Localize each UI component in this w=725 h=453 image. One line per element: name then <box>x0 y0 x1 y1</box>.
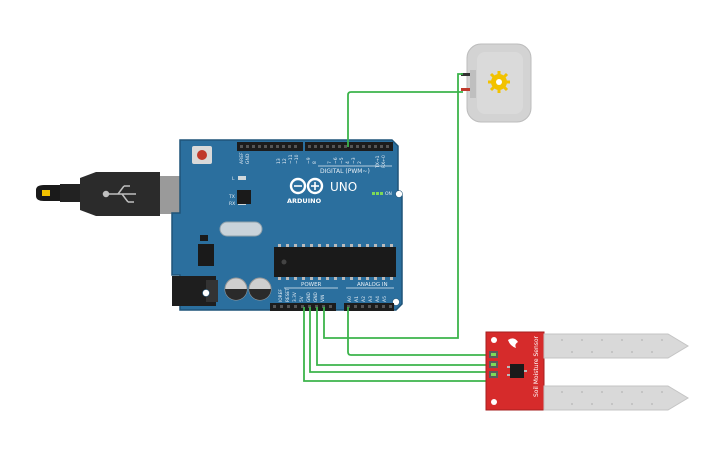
sensor-transistor <box>510 364 524 378</box>
pin-label: VIN <box>320 295 326 302</box>
wire-sensor-extra <box>303 307 492 382</box>
wire-sensor-5v <box>309 307 492 373</box>
pin-label: GND <box>245 153 251 164</box>
atmega-chip <box>274 247 396 277</box>
reset-button-cap[interactable] <box>197 150 207 160</box>
pin-label: GND <box>306 291 312 302</box>
pin-label: 12 <box>282 158 288 164</box>
motor-terminal-red <box>461 88 470 91</box>
pin-label: 5V <box>299 296 305 302</box>
sensor-pins <box>489 351 498 378</box>
mounting-hole <box>202 289 210 297</box>
pin-label: RX←0 <box>381 155 387 168</box>
pin-label: GND <box>313 291 319 302</box>
rx-led-label: RX <box>229 201 235 207</box>
pin-label: ~6 <box>333 157 339 164</box>
usb-cable <box>36 172 196 216</box>
pin-label: A1 <box>354 296 360 302</box>
mounting-hole <box>395 190 403 198</box>
power-label: POWER <box>301 282 322 288</box>
top-header-right <box>305 142 393 151</box>
pin-label: A5 <box>382 296 388 302</box>
usb-icon <box>102 185 136 203</box>
sparkfun-logo-icon <box>508 338 518 348</box>
wire-sensor-analog <box>347 307 492 356</box>
usb-cable-end-icon <box>42 190 50 196</box>
pin-label: RESET <box>285 288 291 302</box>
top-pin-labels: AREF GND 13 12 ~11 ~10 ~9 8 7 ~6 ~5 4 ~3… <box>239 152 387 169</box>
crystal-oscillator <box>219 221 263 237</box>
mounting-hole <box>392 298 400 306</box>
digital-label: DIGITAL (PWM~) <box>320 168 370 175</box>
pin-label: IOREF <box>278 289 284 302</box>
dc-motor[interactable] <box>461 43 532 123</box>
pin-label: AREF <box>239 152 245 164</box>
sensor-probe-bottom <box>543 385 689 411</box>
wire-motor-pin6 <box>347 91 463 147</box>
pin-label: TX→1 <box>375 155 381 169</box>
usb-controller-chip <box>237 190 251 204</box>
pin-label: ~9 <box>306 157 312 164</box>
pin-label: 2 <box>357 161 363 164</box>
analog-pin-labels: A0 A1 A2 A3 A4 A5 <box>347 296 388 302</box>
on-led-label: ON <box>385 191 392 197</box>
l-led-label: L <box>232 176 235 182</box>
soil-moisture-sensor[interactable]: Soil Moisture Sensor <box>485 331 689 411</box>
pin-label: 3.3V <box>292 292 298 302</box>
pin-label: A0 <box>347 296 353 302</box>
model-label: UNO <box>330 180 357 194</box>
mounting-hole <box>491 399 497 405</box>
sensor-probe-top <box>543 333 689 359</box>
arduino-uno-board[interactable]: AREF GND 13 12 ~11 ~10 ~9 8 7 ~6 ~5 4 ~3… <box>171 139 403 311</box>
pin-label: ~3 <box>351 157 357 164</box>
tx-led-label: TX <box>228 194 235 200</box>
power-pin-labels: IOREF RESET 3.3V 5V GND GND VIN <box>278 288 326 302</box>
pin-label: A2 <box>361 296 367 302</box>
arduino-logo-icon <box>289 177 324 195</box>
mounting-hole <box>491 337 497 343</box>
sensor-label: Soil Moisture Sensor <box>533 335 540 397</box>
pin-label: 13 <box>276 158 282 164</box>
motor-terminal-black <box>461 73 470 76</box>
analog-label: ANALOG IN <box>357 282 388 288</box>
wire-sensor-gnd <box>316 307 492 366</box>
wire-motor-gnd <box>323 73 463 339</box>
wires <box>303 73 492 382</box>
pin-label: ~11 <box>288 154 294 164</box>
voltage-regulator <box>198 244 214 266</box>
brand-label: ARDUINO <box>287 197 322 205</box>
pin-label: 4 <box>345 161 351 164</box>
pin-label: ~10 <box>294 154 300 164</box>
pin-label: A3 <box>368 296 374 302</box>
pin-label: 8 <box>312 161 318 164</box>
pin-label: ~5 <box>339 157 345 164</box>
pin-label: 7 <box>327 161 333 164</box>
pin-label: A4 <box>375 296 381 302</box>
